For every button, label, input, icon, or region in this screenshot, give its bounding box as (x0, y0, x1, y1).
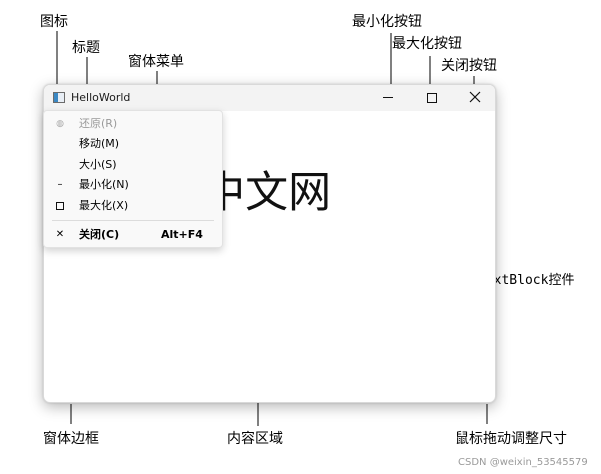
menu-item-label: 最大化(X) (79, 199, 129, 212)
minimize-button[interactable] (366, 85, 410, 111)
minimize-icon: – (57, 179, 63, 190)
app-icon[interactable] (53, 92, 65, 103)
menu-item-close[interactable]: ✕ 关闭(C) Alt+F4 (44, 225, 222, 245)
watermark: CSDN @weixin_53545579 (458, 457, 588, 468)
close-icon (469, 91, 481, 103)
annotation-minimize-button: 最小化按钮 (352, 14, 422, 30)
annotation-content-area: 内容区域 (227, 431, 283, 447)
title-bar[interactable]: HelloWorld (44, 85, 495, 111)
close-button[interactable] (453, 85, 495, 111)
annotation-title: 标题 (72, 40, 100, 56)
restore-icon: ◍ (56, 119, 64, 129)
annotation-close-button: 关闭按钮 (441, 58, 497, 74)
resize-grip[interactable] (485, 392, 495, 402)
annotation-resize-grip: 鼠标拖动调整尺寸 (455, 431, 567, 447)
menu-item-label: 大小(S) (79, 158, 117, 171)
menu-item-label: 最小化(N) (79, 178, 129, 191)
maximize-icon (55, 200, 65, 212)
maximize-icon (427, 93, 437, 103)
menu-item-restore[interactable]: ◍ 还原(R) (44, 114, 222, 134)
system-menu: ◍ 还原(R) 移动(M) 大小(S) – 最小化(N) 最大化(X) ✕ 关闭… (43, 110, 223, 248)
menu-item-label: 还原(R) (79, 117, 118, 130)
window-title: HelloWorld (71, 91, 131, 104)
annotation-textblock: TextBlock控件 (478, 273, 575, 288)
menu-item-shortcut: Alt+F4 (161, 228, 203, 241)
annotation-maximize-button: 最大化按钮 (392, 36, 462, 52)
menu-item-size[interactable]: 大小(S) (44, 155, 222, 175)
menu-item-maximize[interactable]: 最大化(X) (44, 196, 222, 216)
maximize-button[interactable] (410, 85, 454, 111)
menu-item-label: 移动(M) (79, 137, 120, 150)
menu-item-label: 关闭(C) (79, 228, 120, 241)
close-icon: ✕ (55, 229, 65, 240)
menu-item-move[interactable]: 移动(M) (44, 134, 222, 154)
menu-item-minimize[interactable]: – 最小化(N) (44, 175, 222, 195)
annotation-icon: 图标 (40, 14, 68, 30)
minimize-icon (383, 97, 393, 98)
menu-separator (52, 220, 214, 221)
annotation-window-border: 窗体边框 (43, 431, 99, 447)
annotation-system-menu: 窗体菜单 (128, 54, 184, 70)
